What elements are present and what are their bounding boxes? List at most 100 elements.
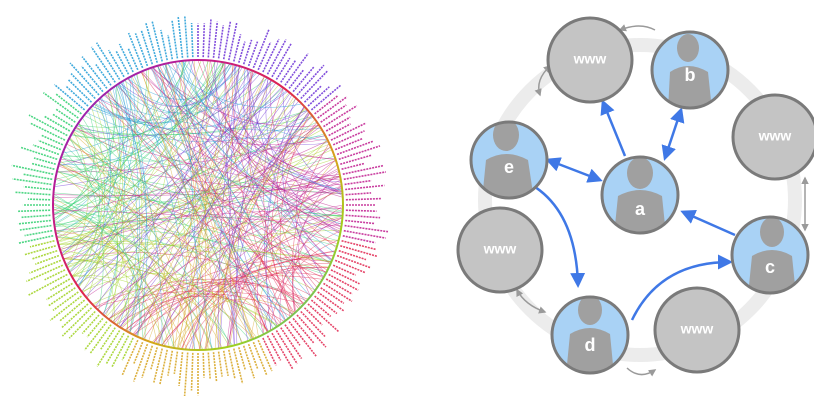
chord-line bbox=[69, 68, 149, 273]
ring-label-mark bbox=[202, 23, 206, 58]
person-silhouette-icon bbox=[748, 217, 796, 293]
ring-label-mark bbox=[55, 93, 82, 115]
ring-label-mark bbox=[31, 162, 55, 170]
ring-label-mark bbox=[288, 321, 317, 357]
ring-label-mark bbox=[58, 299, 86, 322]
chord-line bbox=[57, 158, 336, 242]
ring-label-mark bbox=[314, 95, 339, 115]
gray-arrows bbox=[516, 24, 809, 377]
ring-label-mark bbox=[300, 310, 326, 338]
chord-line bbox=[115, 85, 163, 346]
ring-label-mark bbox=[86, 317, 104, 338]
chord-line bbox=[118, 83, 287, 321]
ring-label-mark bbox=[23, 185, 51, 191]
ring-label-mark bbox=[29, 122, 66, 141]
ring-label-mark bbox=[132, 343, 149, 382]
ring-label-mark bbox=[27, 198, 51, 201]
chord-line bbox=[247, 68, 343, 194]
chord-ring bbox=[52, 59, 344, 351]
chord-line bbox=[229, 211, 343, 347]
chord-line bbox=[124, 294, 292, 331]
chord-line bbox=[108, 215, 343, 320]
chord-line bbox=[247, 68, 324, 278]
ring-label-mark bbox=[42, 92, 79, 119]
ring-label-mark bbox=[38, 139, 62, 151]
ring-label-mark bbox=[296, 64, 325, 96]
ring-label-mark bbox=[151, 21, 163, 62]
chord-line bbox=[279, 217, 343, 325]
ring-label-mark bbox=[217, 25, 225, 59]
chord-line bbox=[162, 64, 306, 303]
ring-label-mark bbox=[247, 343, 259, 369]
chord-line bbox=[142, 62, 224, 340]
ring-label-mark bbox=[257, 41, 272, 71]
blue-arrows bbox=[531, 99, 736, 321]
ring-label-mark bbox=[12, 178, 52, 186]
chord-line bbox=[184, 266, 330, 350]
ring-label-mark bbox=[69, 62, 100, 96]
ring-label-mark bbox=[29, 240, 55, 248]
ring-label-mark bbox=[48, 287, 76, 307]
ring-label-mark bbox=[184, 16, 189, 58]
chord-line bbox=[82, 125, 320, 293]
chord-line bbox=[68, 76, 136, 272]
node-a: a bbox=[600, 155, 680, 235]
ring-label-mark bbox=[292, 66, 315, 93]
chord-line bbox=[77, 110, 309, 286]
ring-label-mark bbox=[133, 341, 144, 365]
ring-label-mark bbox=[96, 330, 121, 367]
ring-label-mark bbox=[252, 29, 270, 69]
ring-label-mark bbox=[310, 299, 332, 318]
chord-line bbox=[66, 87, 121, 267]
chord-line bbox=[52, 203, 188, 350]
chord-line bbox=[235, 78, 269, 345]
chord-line bbox=[54, 121, 318, 228]
ring-label-mark bbox=[160, 29, 168, 61]
chord-line bbox=[53, 200, 332, 262]
ring-label-mark bbox=[345, 192, 372, 196]
ring-label-mark bbox=[183, 352, 189, 396]
ring-label-mark bbox=[338, 249, 367, 261]
chord-line bbox=[151, 67, 274, 330]
chord-line bbox=[121, 81, 140, 333]
ring-label-mark bbox=[17, 209, 51, 213]
ring-label-mark bbox=[23, 245, 56, 256]
chord-line bbox=[226, 179, 341, 348]
chord-line bbox=[62, 66, 242, 256]
chord-line bbox=[229, 139, 328, 347]
chord-line bbox=[53, 85, 118, 220]
ring-label-mark bbox=[340, 154, 372, 165]
chord-line bbox=[61, 156, 339, 242]
chord-line bbox=[117, 84, 321, 284]
chord-line bbox=[254, 189, 343, 337]
ring-label-mark bbox=[323, 282, 353, 302]
ring-label-mark bbox=[233, 348, 244, 384]
ring-label-mark bbox=[32, 144, 60, 156]
node-label: www bbox=[573, 51, 607, 67]
ring-label-mark bbox=[127, 47, 139, 71]
ring-label-mark bbox=[35, 254, 60, 265]
chord-line bbox=[231, 64, 314, 293]
ring-label-mark bbox=[344, 224, 389, 233]
node-label: www bbox=[758, 128, 792, 144]
ring-label-mark bbox=[343, 229, 386, 239]
ring-label-mark bbox=[222, 20, 232, 60]
ring-label-mark bbox=[336, 140, 374, 156]
ring-label-mark bbox=[65, 85, 89, 107]
ring-label-mark bbox=[217, 351, 223, 377]
ring-label-mark bbox=[55, 108, 76, 123]
ring-labels bbox=[11, 15, 389, 396]
chord-line bbox=[56, 237, 213, 350]
chord-line bbox=[69, 79, 272, 273]
ring-label-mark bbox=[303, 307, 323, 326]
ring-label-mark bbox=[328, 273, 359, 291]
ring-label-mark bbox=[275, 330, 298, 365]
ring-label-mark bbox=[90, 46, 116, 83]
chord-line bbox=[58, 63, 231, 167]
ring-label-mark bbox=[173, 351, 179, 375]
chord-line bbox=[120, 61, 219, 328]
ring-label-mark bbox=[115, 50, 130, 75]
ring-label-mark bbox=[212, 352, 218, 382]
ring-label-mark bbox=[262, 38, 280, 73]
chord-line bbox=[60, 250, 278, 327]
